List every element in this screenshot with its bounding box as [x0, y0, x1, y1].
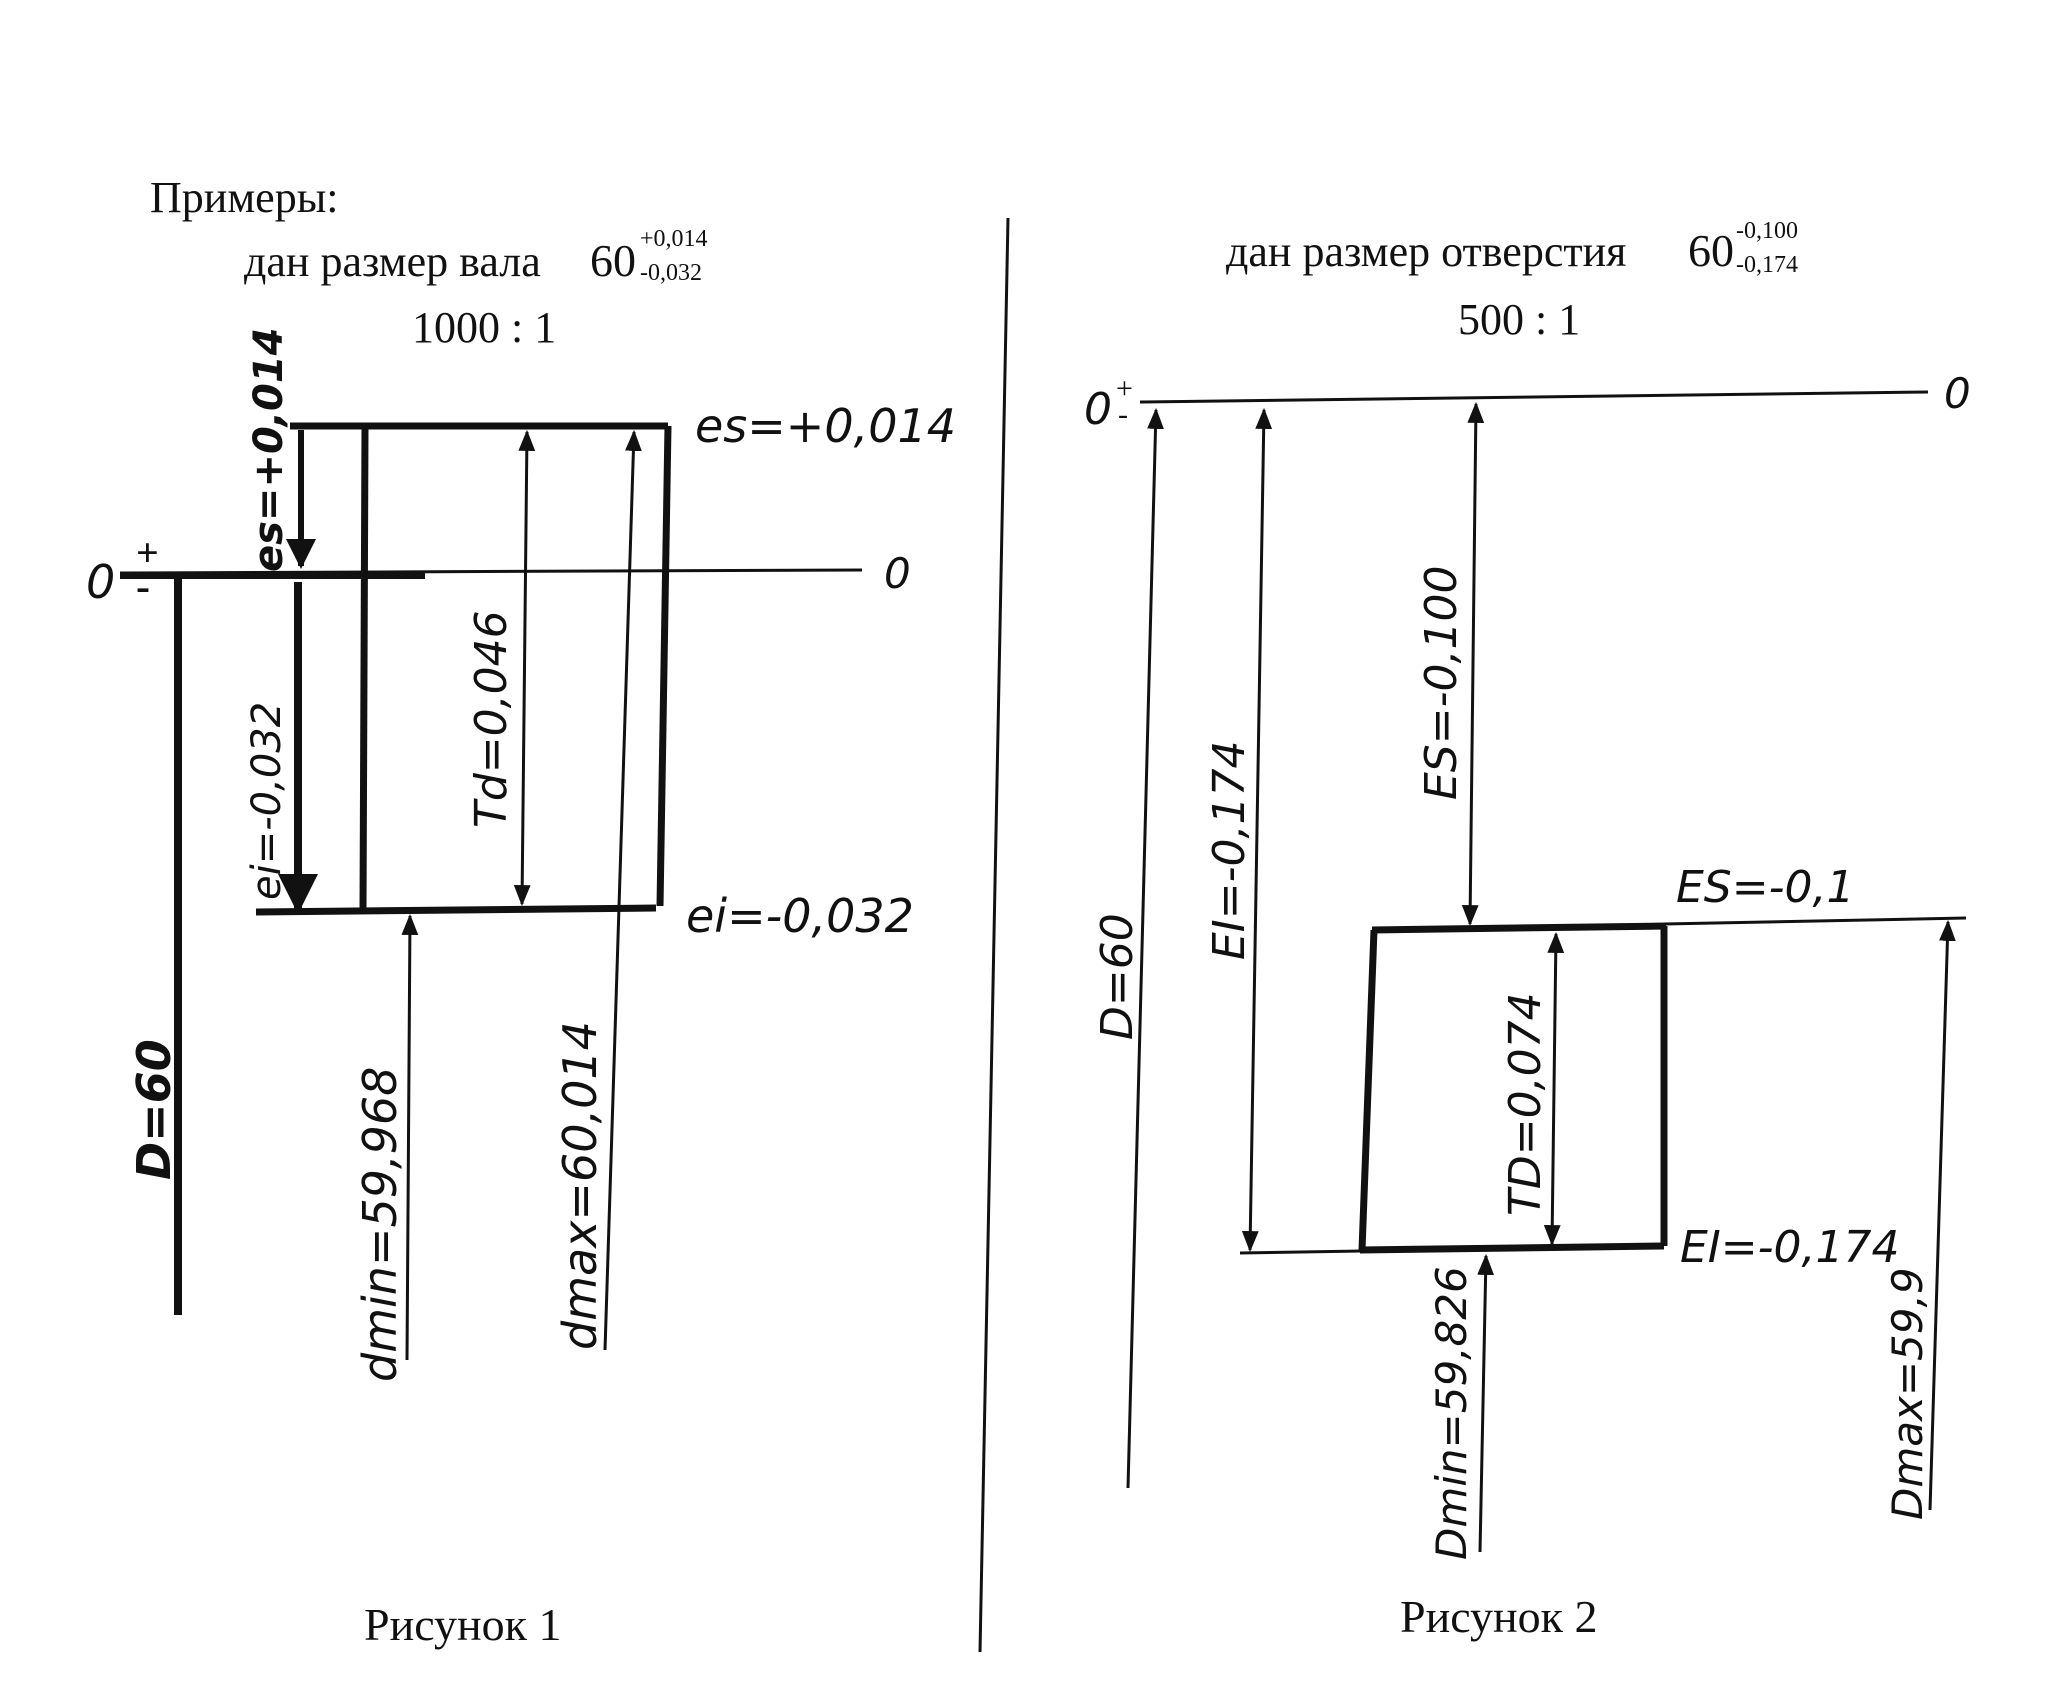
fig1-title-prefix: дан размер вала — [244, 237, 541, 286]
fig1-zero-right: 0 — [884, 549, 911, 598]
fig2-d-nominal: D=60 — [1092, 913, 1143, 1040]
fig1-lower-dev: -0,032 — [640, 260, 702, 286]
fig1-minus-sign: - — [136, 564, 150, 610]
fig1-zero-line — [119, 568, 863, 575]
fig2-zone-left — [1358, 929, 1378, 1251]
fig1-nominal: 60 — [590, 235, 636, 286]
fig1-td: Td=0,046 — [466, 610, 517, 828]
fig2-nominal: 60 — [1688, 225, 1734, 276]
fig1-title: дан размер вала — [244, 237, 541, 286]
fig1-dmin-leader — [401, 913, 419, 1361]
fig2-dmax-leader — [1928, 919, 1956, 1511]
fig2-dmax: Dmax=59,9 — [1883, 1267, 1932, 1520]
fig2-td: TD=0,074 — [1500, 992, 1551, 1216]
figure-2: дан размер отверстия 60 -0,100 -0,174 50… — [1084, 218, 1971, 1642]
fig1-zone-inner-left — [359, 427, 369, 911]
fig1-upper-dev: +0,014 — [640, 226, 708, 252]
fig2-zero-line — [1139, 390, 1929, 404]
center-divider — [978, 217, 1010, 1653]
fig2-upper-dev: -0,100 — [1736, 218, 1798, 244]
fig2-ei-right: EI=-0,174 — [1680, 1222, 1899, 1273]
fig1-dmax-leader — [603, 429, 642, 1351]
fig2-lower-dev: -0,174 — [1736, 252, 1798, 278]
fig2-title-prefix: дан размер отверстия — [1226, 227, 1626, 276]
fig1-ei-right: ei=-0,032 — [686, 889, 914, 943]
fig1-dmax: dmax=60,014 — [553, 1021, 607, 1350]
fig2-zero-right: 0 — [1944, 369, 1971, 418]
fig2-ei-vertical: EI=-0,174 — [1204, 741, 1255, 960]
figure-1: дан размер вала 60 +0,014 -0,032 1000 : … — [86, 226, 956, 1650]
fig2-title: дан размер отверстия — [1226, 227, 1626, 276]
fig1-scale: 1000 : 1 — [412, 303, 556, 352]
fig2-nominal-leader — [1126, 407, 1164, 1489]
fig2-es-arrow — [1461, 401, 1485, 927]
fig2-ei-arrow — [1241, 407, 1273, 1253]
fig1-es-right: es=+0,014 — [695, 399, 956, 453]
fig1-zone-bottom — [255, 904, 657, 916]
fig2-es-right: ES=-0,1 — [1676, 862, 1854, 913]
fig1-caption: Рисунок 1 — [364, 1599, 561, 1650]
fig1-ei-left: ei=-0,032 — [244, 702, 290, 900]
fig2-zero-left: 0 — [1084, 384, 1112, 435]
fig2-dmin: Dmin=59,826 — [1427, 1266, 1476, 1560]
fig1-plus-sign: + — [136, 530, 159, 575]
fig1-td-arrow — [513, 429, 536, 907]
fig2-es-vertical: ES=-0,100 — [1416, 566, 1467, 800]
fig1-zero-left: 0 — [86, 555, 115, 609]
fig2-plus-sign: + — [1116, 372, 1133, 405]
fig2-zone-bottom — [1359, 1242, 1665, 1254]
fig1-dmin: dmin=59,968 — [353, 1067, 407, 1382]
fig2-zone-top — [1371, 922, 1667, 934]
fig1-es-left: es=+0,014 — [246, 328, 292, 573]
fig2-caption: Рисунок 2 — [1400, 1591, 1597, 1642]
fig2-td-arrow — [1543, 931, 1565, 1247]
fig2-ei-level-line — [1239, 1249, 1363, 1255]
fig1-d-nominal: D=60 — [127, 1039, 181, 1180]
fig2-scale: 500 : 1 — [1458, 295, 1580, 344]
fig2-dmin-leader — [1477, 1253, 1495, 1553]
fig2-es-level-line — [1663, 916, 1967, 926]
fig1-zone-right — [656, 425, 672, 907]
fig2-minus-sign: - — [1118, 398, 1128, 431]
examples-label: Примеры: — [150, 173, 338, 222]
